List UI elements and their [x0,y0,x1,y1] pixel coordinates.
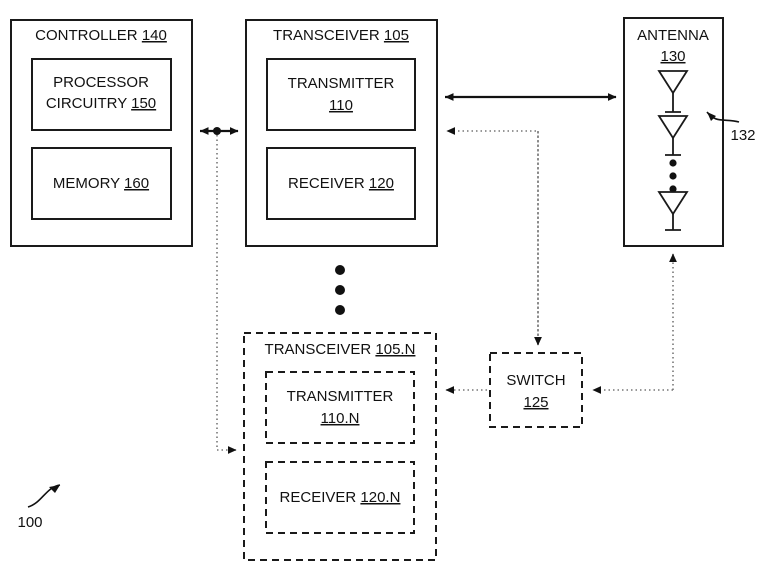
connector-controller-to-transceiver105n [216,135,237,454]
transmitter-110n-ref: 110.N [321,410,360,427]
connector-controller-to-transceiver105 [199,127,239,135]
switch-box [489,352,583,428]
block-switch: SWITCH 125 [489,352,583,428]
connector-switch-to-transceiver105 [446,127,539,345]
antenna-ref: 130 [660,48,685,65]
processor-circuitry-box [31,58,172,131]
block-receiver-120: RECEIVER 120 [266,147,416,220]
block-receiver-120n: RECEIVER 120.N [265,461,415,534]
processor-circuitry-label-line1: PROCESSOR [53,74,149,91]
antenna-element-icon [657,70,689,113]
block-transmitter-110n: TRANSMITTER 110.N [265,371,415,444]
transceiver-105-box [245,19,438,247]
antenna-element-icon [657,115,689,156]
antenna-element-ellipsis [669,159,677,193]
figure-ref-callout: 100 [17,484,61,531]
transmitter-110-ref: 110 [329,97,353,114]
controller-title: CONTROLLER 140 [35,27,167,44]
transceiver-stack-ellipsis [335,265,345,315]
receiver-120-label: RECEIVER 120 [288,175,394,192]
controller-box [10,19,193,247]
antenna-element-ref-label: 132 [730,127,755,144]
transceiver-105-title: TRANSCEIVER 105 [273,27,409,44]
switch-label: SWITCH [506,372,565,389]
antenna-box [623,17,724,247]
transmitter-110-label: TRANSMITTER [288,75,395,92]
antenna-title: ANTENNA [637,27,709,44]
antenna-element-icon [657,191,689,231]
receiver-120n-label: RECEIVER 120.N [280,489,401,506]
transmitter-110-box [266,58,416,131]
processor-circuitry-label-line2: CIRCUITRY 150 [46,95,156,112]
figure-ref-label: 100 [17,514,42,531]
block-transmitter-110: TRANSMITTER 110 [266,58,416,131]
block-transceiver-105: TRANSCEIVER 105 TRANSMITTER 110 RECEIVER… [245,19,438,247]
memory-box [31,147,172,220]
connector-switch-to-antenna [592,253,677,394]
block-memory: MEMORY 160 [31,147,172,220]
memory-label: MEMORY 160 [53,175,149,192]
block-processor-circuitry: PROCESSOR CIRCUITRY 150 [31,58,172,131]
antenna-element-ref-callout: 132 [706,111,756,144]
transmitter-110n-box [265,371,415,444]
block-controller: CONTROLLER 140 PROCESSOR CIRCUITRY 150 M… [10,19,193,247]
receiver-120-box [266,147,416,220]
transceiver-105n-box [243,332,437,561]
block-antenna: ANTENNA 130 132 [623,17,756,247]
switch-ref: 125 [523,394,548,411]
transceiver-105n-title: TRANSCEIVER 105.N [265,341,416,358]
block-transceiver-105n: TRANSCEIVER 105.N TRANSMITTER 110.N RECE… [243,332,437,561]
transmitter-110n-label: TRANSMITTER [287,388,394,405]
receiver-120n-box [265,461,415,534]
